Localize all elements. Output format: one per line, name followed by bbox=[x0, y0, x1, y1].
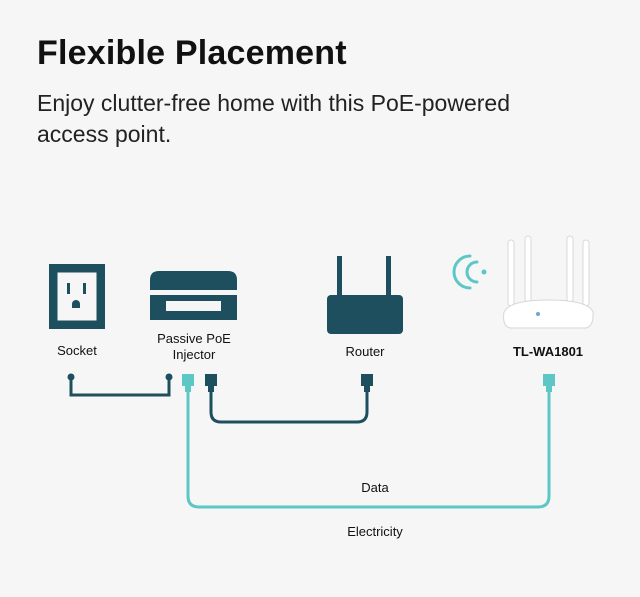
socket-label: Socket bbox=[40, 343, 114, 359]
wifi-signal-icon bbox=[454, 256, 486, 288]
router-label: Router bbox=[325, 344, 405, 360]
access-point-icon bbox=[504, 236, 594, 328]
poe-injector-icon bbox=[150, 271, 237, 320]
data-cable bbox=[205, 374, 373, 422]
router-icon bbox=[327, 256, 403, 334]
electricity-link-label: Electricity bbox=[325, 524, 425, 540]
power-socket-icon bbox=[49, 264, 105, 329]
data-link-label: Data bbox=[335, 480, 415, 496]
injector-label: Passive PoE Injector bbox=[152, 331, 236, 363]
access-point-label: TL-WA1801 bbox=[500, 344, 596, 360]
power-cable bbox=[68, 374, 173, 396]
